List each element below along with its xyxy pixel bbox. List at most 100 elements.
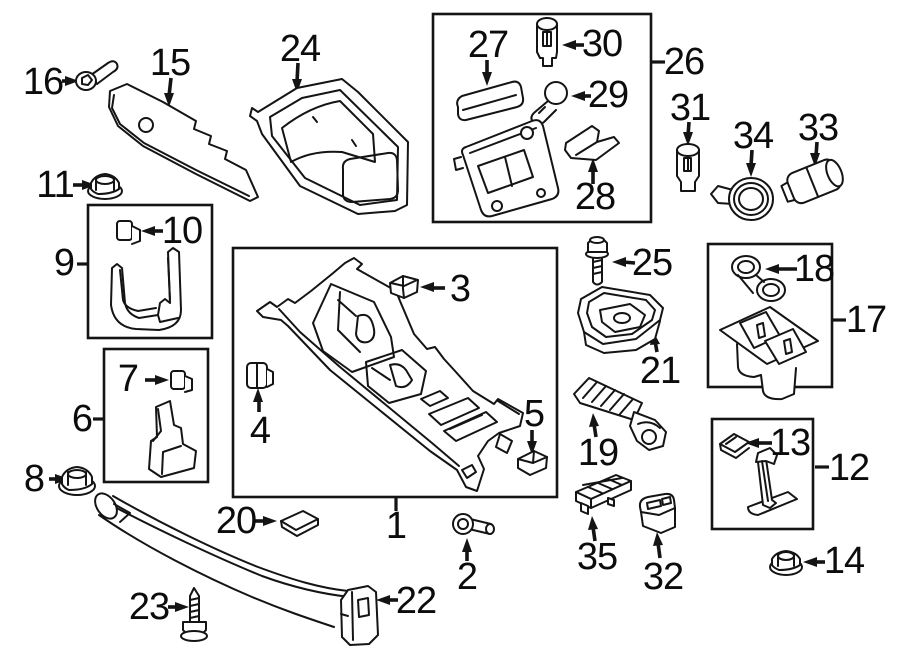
part-35-switch-bank-drawing[interactable]	[575, 474, 632, 515]
arrow-16	[62, 76, 79, 86]
arrow-4	[253, 388, 263, 412]
arrow-34	[746, 149, 756, 177]
callout-label-9[interactable]: 9	[53, 242, 75, 284]
part-9-bracket-drawing[interactable]	[110, 247, 182, 331]
part-22-floor-duct-drawing[interactable]	[91, 489, 379, 646]
part-7-clip-drawing[interactable]	[170, 370, 193, 393]
arrow-30	[562, 40, 584, 50]
callout-label-19[interactable]: 19	[577, 432, 619, 474]
arrow-20	[255, 516, 277, 526]
callout-label-30[interactable]: 30	[581, 23, 623, 65]
callout-label-23[interactable]: 23	[128, 586, 170, 628]
callout-label-32[interactable]: 32	[642, 556, 684, 598]
group-box-6	[102, 347, 210, 484]
part-21-tray-drawing[interactable]	[577, 286, 664, 354]
part-8-nut-drawing[interactable]	[58, 466, 96, 496]
callout-label-29[interactable]: 29	[587, 74, 629, 116]
part-32-switch-drawing[interactable]	[638, 492, 676, 534]
callout-label-7[interactable]: 7	[117, 358, 139, 400]
arrow-31	[683, 121, 693, 146]
callout-label-15[interactable]: 15	[149, 42, 191, 84]
callout-label-2[interactable]: 2	[456, 556, 478, 598]
callout-label-20[interactable]: 20	[215, 500, 257, 542]
part-15-trim-panel-drawing[interactable]	[108, 83, 259, 202]
arrow-24	[292, 62, 302, 93]
part-12-bracket-drawing[interactable]	[747, 447, 798, 516]
arrow-13	[745, 438, 772, 448]
part-16-screw-drawing[interactable]	[75, 60, 119, 91]
callout-label-26[interactable]: 26	[663, 41, 705, 83]
callout-label-10[interactable]: 10	[161, 210, 203, 252]
callout-label-8[interactable]: 8	[23, 458, 45, 500]
callout-label-18[interactable]: 18	[793, 248, 835, 290]
part-4-clip-drawing[interactable]	[246, 362, 274, 389]
arrow-15	[164, 77, 174, 107]
callout-label-4[interactable]: 4	[249, 410, 271, 452]
arrow-14	[803, 557, 825, 567]
leader-lines	[77, 60, 846, 511]
callout-label-3[interactable]: 3	[449, 268, 471, 310]
callout-label-1[interactable]: 1	[385, 505, 407, 547]
part-25-bolt-drawing[interactable]	[585, 236, 609, 286]
callout-label-13[interactable]: 13	[769, 422, 811, 464]
part-11-nut-drawing[interactable]	[87, 173, 123, 200]
callout-label-33[interactable]: 33	[797, 107, 839, 149]
part-34-ring-drawing[interactable]	[710, 177, 774, 221]
part-30-socket-drawing[interactable]	[536, 17, 558, 67]
part-14-nut-drawing[interactable]	[769, 550, 803, 576]
group-box-9	[86, 203, 214, 340]
part-23-bolt-drawing[interactable]	[180, 587, 208, 642]
callout-label-17[interactable]: 17	[845, 299, 887, 341]
part-13-clip-drawing[interactable]	[719, 433, 750, 459]
arrow-25	[612, 257, 636, 267]
arrow-3	[420, 282, 445, 292]
callout-label-22[interactable]: 22	[395, 580, 437, 622]
part-27-lens-drawing[interactable]	[456, 80, 525, 122]
part-17-cupholder-drawing[interactable]	[719, 306, 819, 401]
arrow-23	[168, 602, 189, 612]
callout-label-16[interactable]: 16	[22, 61, 64, 103]
callout-label-5[interactable]: 5	[523, 393, 545, 435]
part-19-duct-drawing[interactable]	[573, 377, 667, 451]
part-24-bezel-drawing[interactable]	[249, 78, 409, 215]
arrow-10	[141, 226, 163, 236]
arrow-11	[73, 180, 96, 190]
arrow-18	[765, 264, 797, 274]
arrow-33	[810, 141, 820, 167]
part-10-clip-drawing[interactable]	[116, 220, 141, 245]
part-31-socket-drawing[interactable]	[676, 143, 700, 192]
part-33-outlet-drawing[interactable]	[778, 156, 847, 209]
callout-arrows	[49, 40, 825, 612]
part-20-clip-drawing[interactable]	[280, 510, 319, 537]
callout-label-14[interactable]: 14	[823, 540, 865, 582]
part-28-bracket-drawing[interactable]	[564, 125, 620, 161]
callout-label-21[interactable]: 21	[639, 350, 681, 392]
part-29-bulb-drawing[interactable]	[530, 81, 568, 126]
part-5-clip-drawing[interactable]	[517, 450, 548, 476]
arrow-2	[462, 538, 472, 561]
part-1-console-drawing[interactable]	[256, 257, 524, 492]
part-6-bracket-drawing[interactable]	[148, 400, 197, 478]
callout-label-25[interactable]: 25	[631, 242, 673, 284]
arrow-22	[376, 595, 398, 605]
group-box-26	[431, 12, 653, 224]
callout-label-31[interactable]: 31	[669, 87, 711, 129]
callout-label-28[interactable]: 28	[574, 176, 616, 218]
callout-label-6[interactable]: 6	[71, 398, 93, 440]
callout-label-12[interactable]: 12	[828, 447, 870, 489]
part-3-clip-drawing[interactable]	[389, 275, 419, 299]
callout-label-24[interactable]: 24	[279, 28, 321, 70]
group-box-1	[231, 246, 559, 499]
part-2-screw-drawing[interactable]	[452, 513, 495, 535]
callout-label-34[interactable]: 34	[732, 115, 774, 157]
arrow-5	[527, 430, 537, 455]
group-boxes	[86, 12, 834, 531]
callout-label-11[interactable]: 11	[36, 164, 74, 206]
callout-label-27[interactable]: 27	[467, 24, 509, 66]
part-18-grommet-drawing[interactable]	[731, 255, 786, 302]
arrow-19	[589, 413, 599, 438]
callout-label-35[interactable]: 35	[576, 536, 618, 578]
group-box-12	[710, 417, 815, 531]
part-26-switch-panel-drawing[interactable]	[453, 119, 560, 218]
